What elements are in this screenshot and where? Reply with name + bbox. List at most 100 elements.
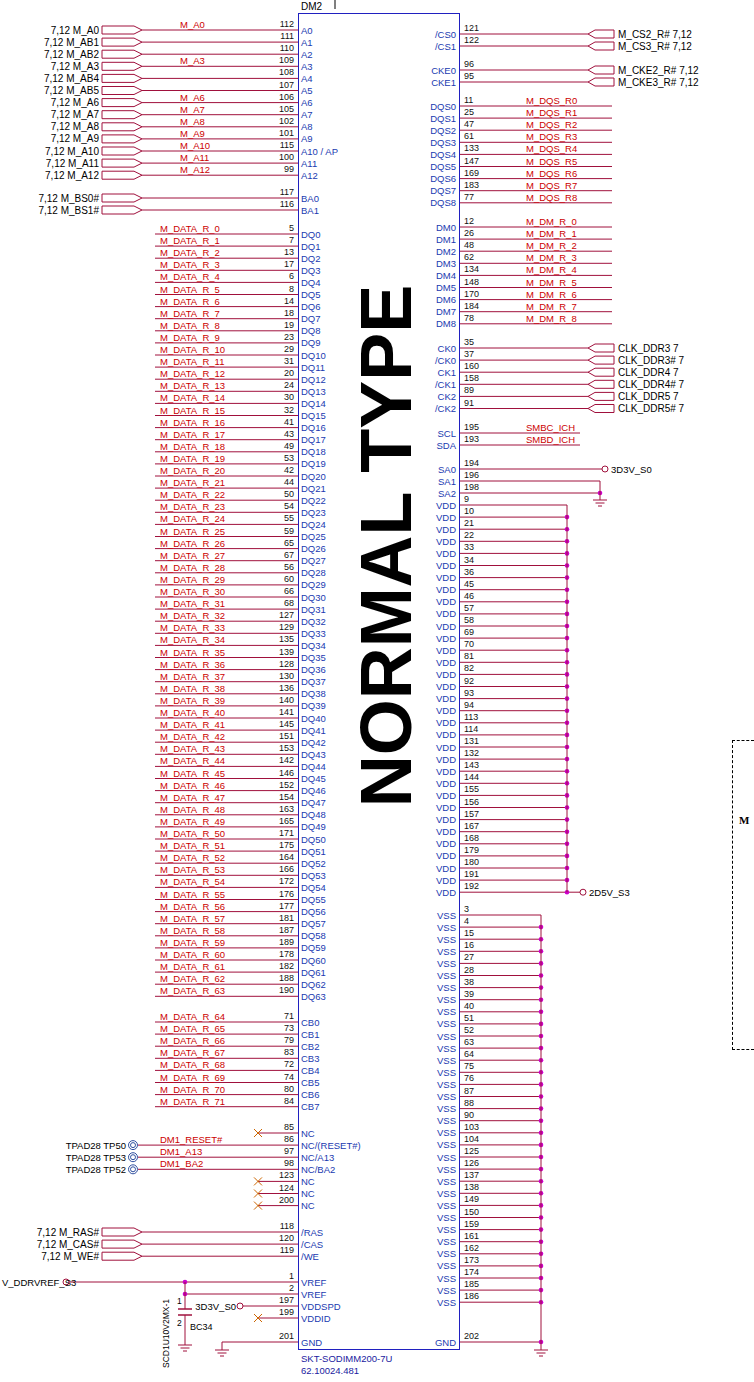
net-label: M_DATA_R_58 [160,925,225,936]
part-reference: DM2 [301,1,322,13]
pin-number: 1 [289,1271,294,1282]
offpage-label: 7,12 M_WE# [41,1251,99,1262]
pin-wire [460,1144,541,1145]
pin-name: VDD [436,717,456,728]
pin-number: 117 [280,187,294,198]
pin-number: 55 [284,513,294,524]
net-label: M_DATA_R_5 [160,284,220,295]
pin-number: 148 [464,277,479,288]
pin-name: VDD [436,875,456,886]
pin-wire [460,771,567,772]
pin-name: DQ36 [301,664,326,675]
pin-number: 161 [464,1231,479,1242]
pin-number: 64 [464,1049,474,1060]
net-label: M_DATA_R_57 [160,913,225,924]
pin-number: 145 [279,719,294,730]
ground-symbol [218,1353,227,1354]
net-label: M_DATA_R_52 [160,852,225,863]
pin-wire [460,517,567,518]
no-connect-mark [254,1190,262,1198]
pin-name: /CK0 [435,355,456,366]
offpage-label: 7,12 M_A7 [51,109,99,120]
pin-number: 65 [284,538,294,549]
pin-number: 159 [464,1219,479,1230]
offpage-label: M_CS3_R# 7,12 [618,41,692,52]
pin-name: DQ18 [301,446,326,457]
pin-name: DQ4 [301,277,321,288]
pin-wire [460,915,541,916]
pin-name: DQ15 [301,410,326,421]
pin-name: A3 [301,61,313,72]
pin-number: 13 [284,247,294,258]
pin-number: 84 [284,1096,294,1107]
pin-name: DQ21 [301,483,326,494]
net-label: M_DATA_R_11 [160,356,224,367]
ground-symbol [220,1356,224,1357]
pin-number: 98 [284,1158,294,1169]
net-label: M_DATA_R_38 [160,683,225,694]
net-label: M_DQS_R6 [526,168,577,179]
pin-wire [460,1060,541,1061]
pin-wire [460,686,567,687]
pin-name: GND [301,1337,322,1348]
net-label: M_DM_R_8 [526,313,577,324]
pin-number: 24 [284,380,294,391]
pin-number: 4 [464,916,469,927]
pin-wire [460,698,567,699]
pin-name: CB7 [301,1101,319,1112]
power-label: 3D3V_S0 [611,464,652,475]
pin-number: 57 [464,603,474,614]
pin-number: 150 [464,1207,479,1218]
pin-name: DQ52 [301,858,326,869]
pin-wire [258,1133,298,1134]
ground-symbol [593,500,607,501]
testpoint-label: TPAD28 TP50 [66,1140,126,1151]
pin-name: VSS [437,1212,456,1223]
pin-number: 139 [279,647,294,658]
pin-wire [142,126,298,127]
offpage-label: CLK_DDR5 7 [618,391,679,402]
part-number: 62.10024.481 [301,1365,359,1377]
power-port [237,1303,243,1309]
pin-name: A6 [301,97,313,108]
pin-number: 189 [279,937,294,948]
pin-number: 104 [464,1134,479,1145]
net-label: M_DATA_R_59 [160,937,225,948]
offpage-label: 7,12 M_A12 [45,170,99,181]
pin-wire [460,1241,541,1242]
pin-number: 162 [464,1243,479,1254]
pin-wire [460,783,567,784]
pin-wire [460,1253,541,1254]
pin-number: 37 [464,349,474,360]
pin-name: VSS [437,1236,456,1247]
pin-number: 90 [464,1110,474,1121]
capacitor-symbol [178,1308,192,1310]
pin-name: VSS [437,946,456,957]
net-label: M_DATA_R_60 [160,949,225,960]
no-connect-mark [254,1177,262,1185]
offpage-flag [102,62,142,70]
pin-wire [243,1306,298,1307]
pin-name: DQ11 [301,362,325,373]
pin-number: 29 [284,344,294,355]
pin-name: CB0 [301,1017,319,1028]
net-label: M_DATA_R_64 [160,1011,225,1022]
test-pad [129,1165,138,1174]
pin-name: DQ48 [301,809,326,820]
net-label: M_DATA_R_68 [160,1059,225,1070]
pin-name: DM2 [436,246,456,257]
pin-number: 53 [284,453,294,464]
offpage-flag [588,405,614,413]
pin-number: 66 [284,586,294,597]
ground-symbol [178,1345,192,1346]
pin-number: 63 [464,1037,474,1048]
pin-number: 136 [279,683,294,694]
pin-name: VSS [437,1091,456,1102]
test-pad [129,1141,138,1150]
pin-number: 6 [289,271,294,282]
pin-wire [460,408,588,409]
pin-number: 112 [280,19,294,30]
pin-number: 20 [284,368,294,379]
pin-wire [460,1157,541,1158]
pin-number: 78 [464,313,474,324]
